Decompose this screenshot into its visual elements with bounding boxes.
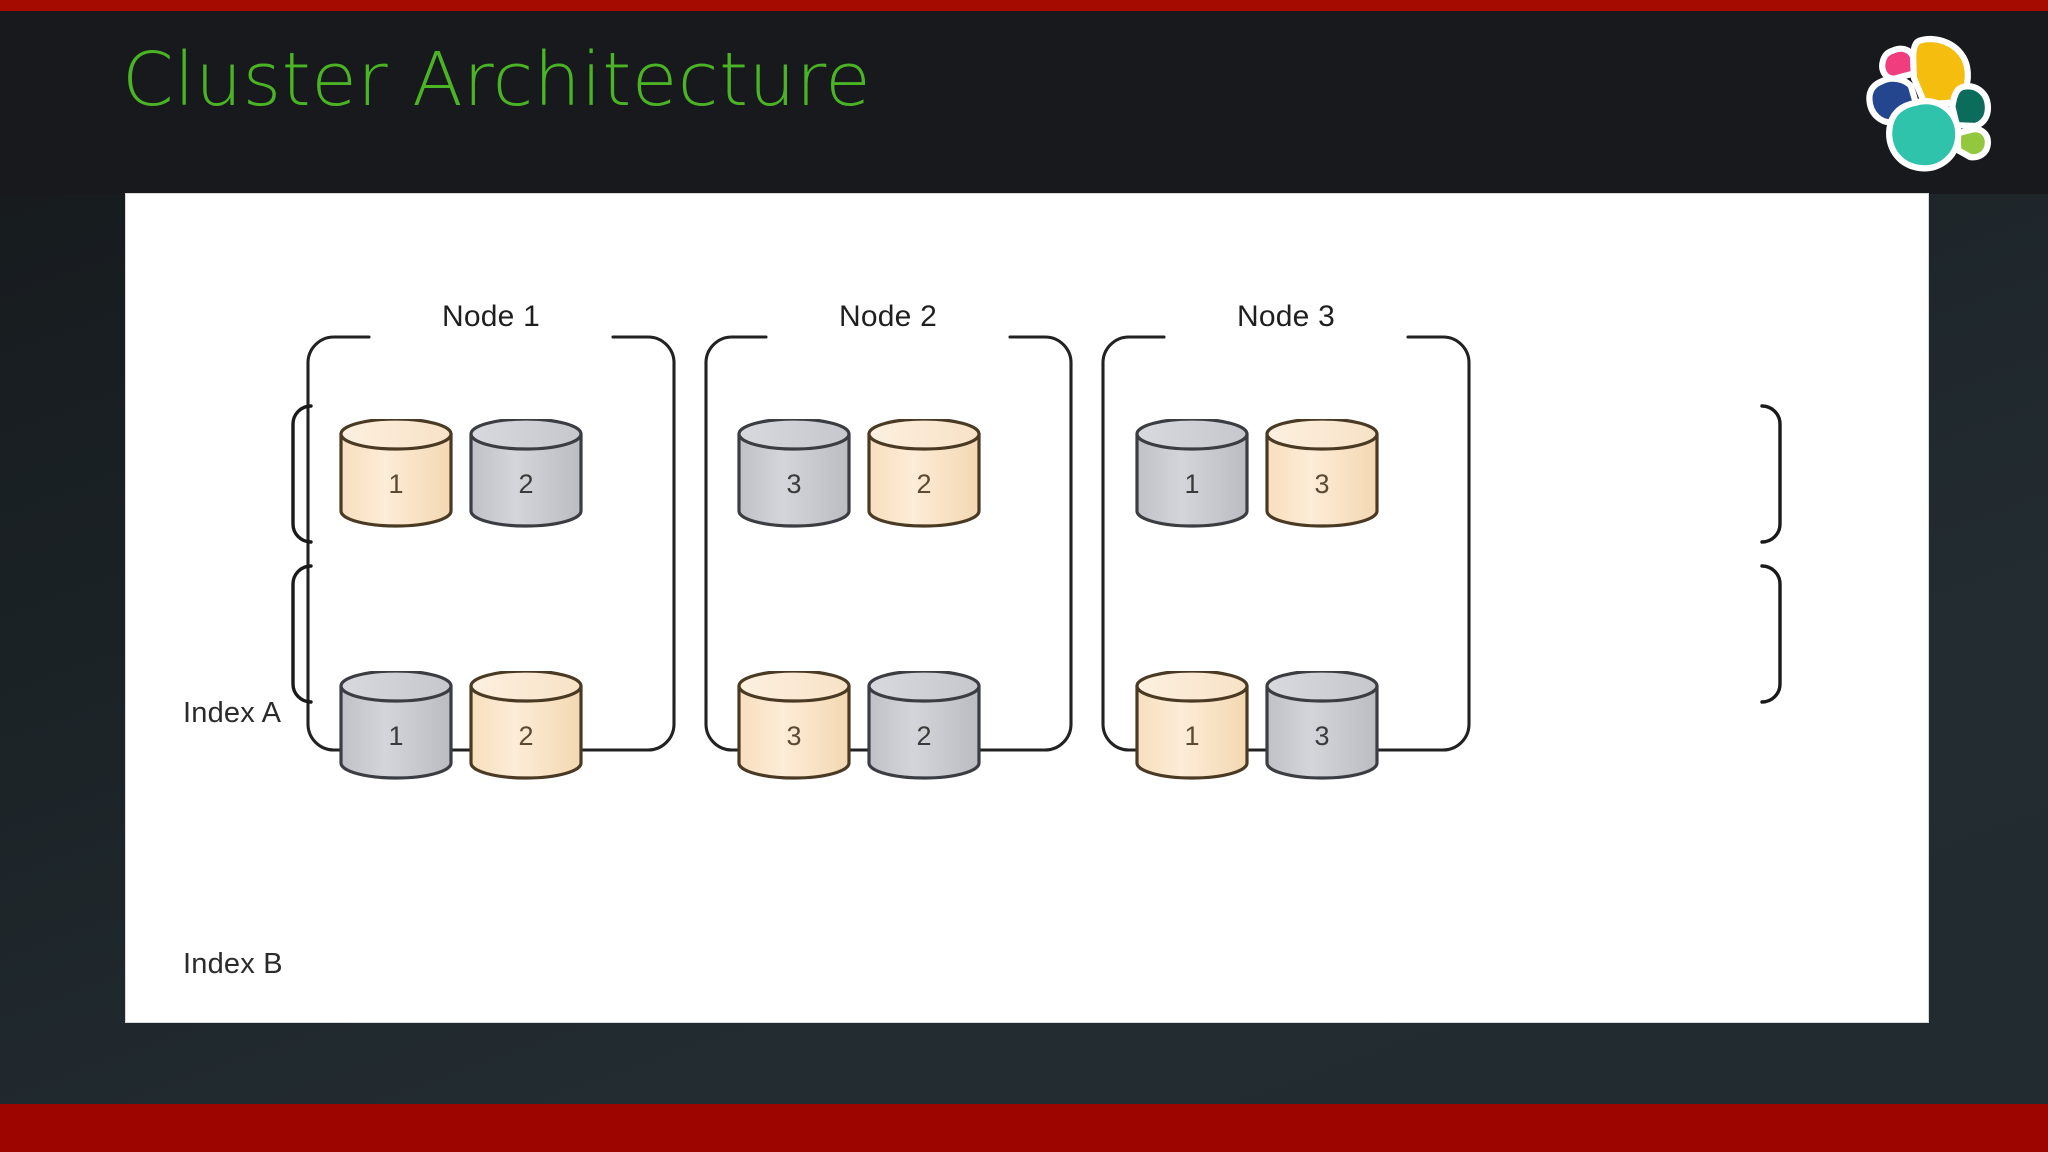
node-label-2: Node 2 xyxy=(766,302,1010,332)
shard-cylinder: 2 xyxy=(866,417,982,529)
shard-shape xyxy=(1135,669,1249,780)
shard-cylinder: 3 xyxy=(1264,669,1380,781)
shard-cylinder: 1 xyxy=(338,669,454,781)
shard-cylinder: 3 xyxy=(1264,417,1380,529)
shard-cylinder: 2 xyxy=(866,669,982,781)
shard-cylinder: 1 xyxy=(1134,669,1250,781)
shard-cylinder: 2 xyxy=(468,417,584,529)
shard-shape xyxy=(469,669,583,780)
elastic-logo xyxy=(1866,36,1991,172)
shard-shape xyxy=(339,669,453,780)
shard-cylinder: 1 xyxy=(1134,417,1250,529)
top-accent-bar xyxy=(0,0,2048,11)
bottom-accent-bar xyxy=(0,1104,2048,1152)
page-title: Cluster Architecture xyxy=(122,37,872,123)
node-label-3: Node 3 xyxy=(1164,302,1408,332)
shard-cylinder: 2 xyxy=(468,669,584,781)
node-label-1: Node 1 xyxy=(369,302,613,332)
shard-shape xyxy=(867,669,981,780)
index-label-a: Index A xyxy=(183,697,282,729)
shard-cylinder: 3 xyxy=(736,669,852,781)
shard-shape xyxy=(469,417,583,528)
shard-shape xyxy=(737,417,851,528)
shard-shape xyxy=(1265,669,1379,780)
index-label-b: Index B xyxy=(183,948,283,980)
shard-cylinder: 1 xyxy=(338,417,454,529)
shard-shape xyxy=(737,669,851,780)
shard-shape xyxy=(867,417,981,528)
shard-shape xyxy=(1265,417,1379,528)
slide-header: Cluster Architecture xyxy=(0,11,2048,194)
shard-shape xyxy=(339,417,453,528)
shard-shape xyxy=(1135,417,1249,528)
shard-cylinder: 3 xyxy=(736,417,852,529)
